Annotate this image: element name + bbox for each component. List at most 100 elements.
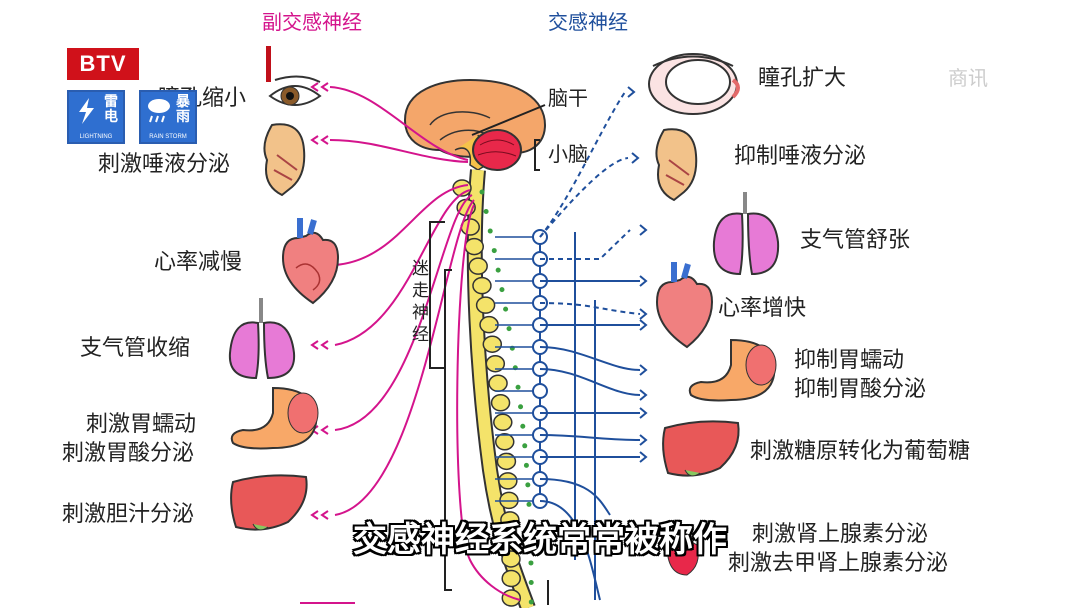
left-effect-stomach-acid: 刺激胃酸分泌: [62, 441, 195, 466]
vertebra: [488, 374, 508, 392]
logo-accent-bar: [266, 46, 271, 82]
ganglion-dot: [479, 189, 485, 195]
nerve-ending: [639, 224, 648, 236]
cerebellum-label: 小脑: [548, 142, 588, 166]
ganglion-dot: [528, 540, 534, 546]
ganglion-dot: [520, 423, 526, 429]
sympathetic-title: 交感神经: [548, 10, 628, 34]
region-brackets: [429, 139, 549, 605]
vertebra: [485, 354, 506, 373]
right-effect-adrenaline: 刺激肾上腺素分泌: [752, 522, 929, 547]
kidney-icon: [666, 539, 699, 576]
ganglion-dot: [518, 404, 524, 410]
left-effect-saliva: 刺激唾液分泌: [98, 152, 231, 177]
parasympathetic-nerve: [329, 86, 469, 161]
ganglion-dot: [528, 579, 534, 585]
right-effect-pupil: 瞳孔扩大: [758, 66, 847, 91]
right-effect-stomach-acid: 抑制胃酸分泌: [794, 377, 927, 402]
vertebra: [493, 413, 513, 432]
nerve-ending: [310, 340, 329, 350]
lightning-warning-subtext: LIGHTNING: [79, 134, 113, 140]
vertebra: [500, 511, 520, 529]
vertebra: [472, 276, 492, 295]
ganglion-dot: [495, 267, 501, 273]
sympathetic-nerve: [539, 478, 611, 516]
nerve-ending: [310, 135, 329, 145]
vertebra: [500, 530, 521, 549]
btv-logo: BTV: [67, 48, 139, 80]
right-effect-stomach-motility: 抑制胃蠕动: [794, 348, 905, 373]
ganglion-dot: [522, 443, 528, 449]
parasympathetic-nerve: [329, 139, 469, 163]
sympathetic-nerve: [539, 346, 641, 371]
lungs-icon: [712, 192, 780, 276]
vertebra: [475, 296, 496, 314]
ganglion-dot: [526, 501, 532, 507]
sympathetic-nerve: [539, 302, 641, 315]
ganglion-dot: [528, 560, 534, 566]
ganglion-dot: [483, 209, 489, 215]
parasympathetic-pelvic-nerve: [456, 204, 521, 601]
spinal-cord: [452, 169, 536, 608]
nerve-ending: [639, 389, 648, 401]
watermark: 商讯: [948, 66, 988, 90]
video-subtitle: 交感神经系统常常被称作: [353, 520, 727, 560]
lightning-warning-badge: 雷电 LIGHTNING: [67, 90, 125, 144]
ganglion-dot: [515, 384, 521, 390]
nerve-ending: [639, 451, 648, 463]
nerve-ending: [639, 275, 648, 287]
rainstorm-warning-text: 暴雨: [176, 94, 190, 125]
vertebra: [501, 569, 521, 588]
right-effect-saliva: 抑制唾液分泌: [734, 144, 867, 169]
liver-icon: [662, 420, 740, 477]
ganglion-dot: [523, 462, 529, 468]
left-effect-bronchi: 支气管收缩: [80, 336, 191, 361]
nerve-ending: [639, 434, 648, 446]
parasympathetic-nerve: [334, 184, 469, 266]
ganglion-dot: [499, 287, 505, 293]
right-effect-glycogen: 刺激糖原转化为葡萄糖: [750, 439, 971, 464]
nerve-ending: [639, 407, 648, 419]
eye-icon: [648, 53, 740, 115]
eye-icon: [268, 75, 322, 106]
nerve-ending: [639, 308, 648, 320]
right-effect-noradrenaline: 刺激去甲肾上腺素分泌: [728, 551, 949, 576]
rainstorm-warning-subtext: RAIN STORM: [149, 134, 187, 140]
sympathetic-nerve: [539, 157, 629, 238]
nerve-ending: [631, 152, 640, 164]
sympathetic-nerve: [539, 368, 641, 396]
left-effect-bile: 刺激胆汁分泌: [62, 502, 195, 527]
ganglion-dot: [527, 521, 533, 527]
parasympathetic-title: 副交感神经: [262, 10, 362, 34]
brainstem-label: 脑干: [548, 86, 588, 110]
vertebra: [464, 237, 484, 256]
left-effect-heart: 心率减慢: [154, 250, 243, 275]
sympathetic-nerve: [539, 500, 601, 601]
vertebra: [494, 433, 515, 451]
cerebellum-illustration: [472, 129, 522, 171]
ganglion-dot: [503, 306, 509, 312]
vertebra: [490, 394, 511, 412]
parasympathetic-nerve: [334, 194, 473, 431]
right-organs: [648, 53, 780, 576]
salivary-gland-icon: [263, 123, 306, 197]
stomach-icon: [230, 386, 319, 450]
vagus-nerve-label: 迷走神经: [412, 259, 429, 345]
salivary-gland-icon: [655, 128, 698, 202]
nerve-ending: [310, 510, 329, 520]
sympathetic-nerve: [539, 91, 626, 238]
heart-icon: [281, 218, 340, 305]
left-organs: [228, 75, 340, 531]
left-effect-stomach-motility: 刺激胃蠕动: [86, 412, 197, 437]
liver-icon: [230, 474, 308, 531]
lightning-warning-text: 雷电: [104, 94, 118, 125]
ganglion-dot: [525, 482, 531, 488]
vertebra: [498, 472, 518, 490]
parasympathetic-nerve: [334, 199, 475, 516]
ganglion-dot: [506, 326, 512, 332]
ganglion-dot: [528, 599, 534, 605]
rainstorm-warning-badge: 暴雨 RAIN STORM: [139, 90, 197, 144]
right-effect-bronchi: 支气管舒张: [800, 228, 911, 253]
nerve-ending: [627, 86, 636, 98]
